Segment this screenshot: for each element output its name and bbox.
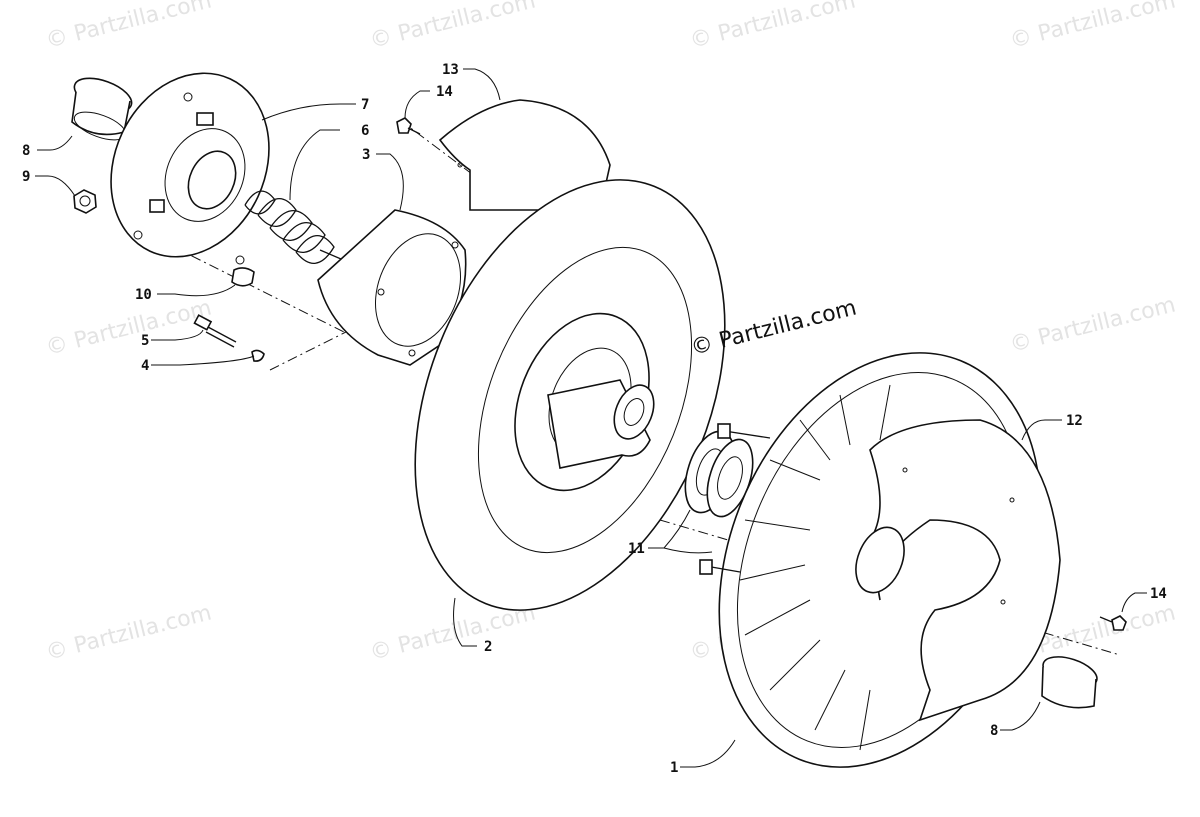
watermark: © Partzilla.com [43,600,214,665]
nut-part-9 [73,189,97,214]
screw-part-14-right [1099,615,1127,631]
slider-button-part-10 [231,267,255,287]
callout-12: 12 [1066,413,1083,429]
bushing-part-8-right [1041,656,1098,709]
cam-plate-part-7 [110,72,270,265]
callout-9: 9 [22,169,30,185]
callout-14-top: 14 [436,84,453,100]
callout-6: 6 [361,123,369,139]
callout-1: 1 [670,760,678,776]
watermark: © Partzilla.com [43,0,214,54]
screw-part-14-top [396,117,421,135]
watermark: © Partzilla.com [43,295,214,360]
callout-4: 4 [141,358,149,374]
callout-13: 13 [442,62,459,78]
callout-11: 11 [628,541,645,557]
bolt-part-5 [193,314,237,348]
shield-part-12 [855,419,1061,722]
bushing-part-8-left [71,77,133,141]
watermark: © Partzilla.com [687,0,858,54]
watermark: © Partzilla.com [367,0,538,54]
watermark: © Partzilla.com [1007,292,1178,357]
washer-part-4 [251,349,265,362]
sheave-part-2 [414,179,726,611]
callout-7: 7 [361,97,369,113]
callout-5: 5 [141,333,149,349]
callout-2: 2 [484,639,492,655]
callout-3: 3 [362,147,370,163]
washers-part-11 [684,430,754,518]
callout-14-right: 14 [1150,586,1167,602]
watermark: © Partzilla.com [1007,0,1178,54]
leader-lines [35,68,1147,768]
callout-8-right: 8 [990,723,998,739]
spring-part-6 [244,190,356,266]
callout-8-left: 8 [22,143,30,159]
callout-labels: 1 2 3 4 5 6 7 8 8 9 10 11 12 13 14 14 [22,62,1167,776]
callout-10: 10 [135,287,152,303]
